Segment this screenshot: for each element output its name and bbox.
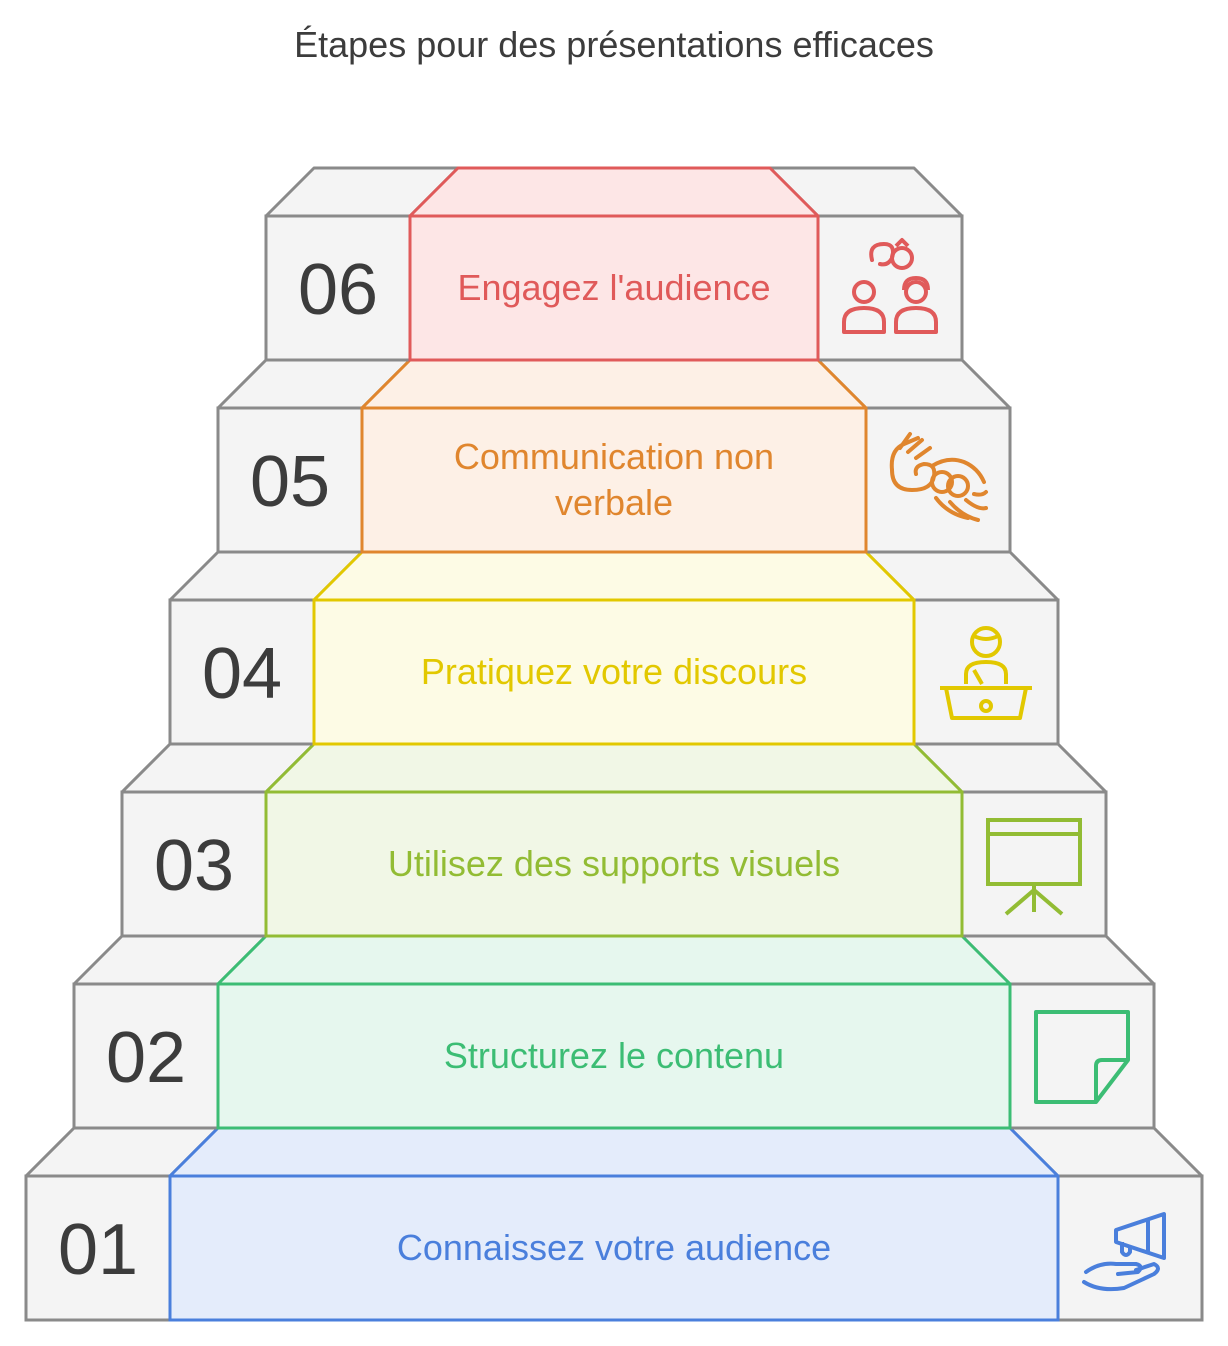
step-01-number-box <box>24 1174 172 1322</box>
megaphone-hand-icon <box>1082 1212 1166 1292</box>
step-02-icon-box <box>1008 982 1156 1130</box>
step-01-tread-center <box>168 1126 1060 1178</box>
step-03-icon-box <box>960 790 1108 938</box>
step-06-icon-box <box>816 214 964 362</box>
step-05-number-box <box>216 406 364 554</box>
step-02-label-box <box>216 982 1012 1130</box>
step-06-tread-center <box>408 166 820 218</box>
step-number: 06 <box>298 250 378 330</box>
step-number: 01 <box>58 1210 138 1290</box>
step-label: Engagez l'audience <box>457 267 771 308</box>
step-icons <box>842 238 1166 1292</box>
step-numbers: 01 02 03 04 05 06 <box>58 250 378 1290</box>
step-02-tread-center <box>216 934 1012 986</box>
presentation-board-icon <box>986 818 1082 916</box>
step-number: 04 <box>202 634 282 714</box>
step-05-icon-box <box>864 406 1012 554</box>
step-04-label-box <box>312 598 916 746</box>
stair-boxes <box>24 214 1204 1322</box>
step-01-label-box <box>168 1174 1060 1322</box>
step-02-number-box <box>72 982 220 1130</box>
step-label: Utilisez des supports visuels <box>387 843 841 884</box>
step-number: 03 <box>154 826 234 906</box>
hand-gestures-icon <box>889 432 988 522</box>
step-label: Connaissez votre audience <box>396 1227 832 1268</box>
step-number: 02 <box>106 1018 186 1098</box>
step-label: Communication non verbale <box>453 436 775 523</box>
step-number: 05 <box>250 442 330 522</box>
step-04-icon-box <box>912 598 1060 746</box>
step-03-number-box <box>120 790 268 938</box>
step-03-tread-center <box>264 742 964 794</box>
step-03-label-box <box>264 790 964 938</box>
step-06-label-box <box>408 214 820 362</box>
note-icon <box>1034 1010 1130 1104</box>
step-05-label-box <box>360 406 868 554</box>
step-label: Pratiquez votre discours <box>420 651 808 692</box>
stair-treads <box>24 166 1204 1178</box>
speaker-podium-icon <box>940 626 1032 720</box>
step-04-tread-center <box>312 550 916 602</box>
diagram-title: Étapes pour des présentations efficaces <box>294 24 934 65</box>
step-label: Structurez le contenu <box>443 1035 785 1076</box>
audience-icon <box>842 238 938 334</box>
step-05-tread-center <box>360 358 868 410</box>
